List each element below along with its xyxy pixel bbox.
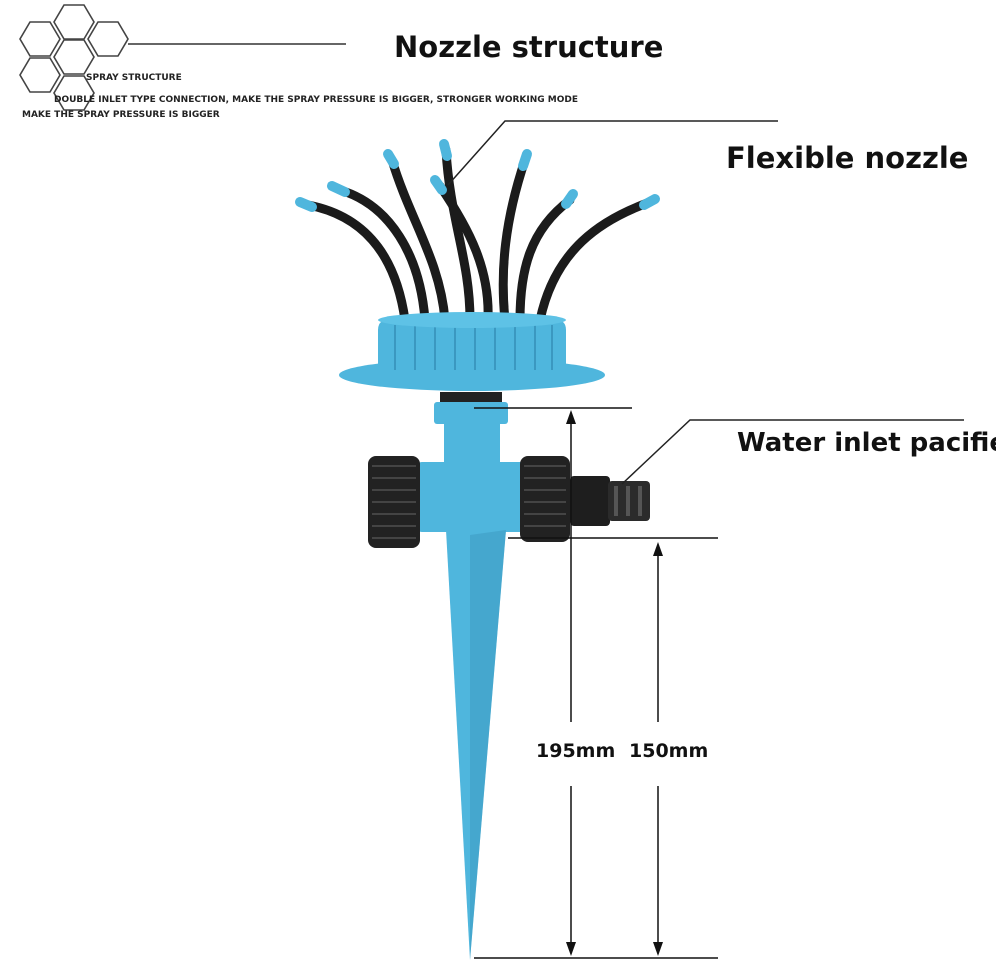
side-caps (368, 456, 570, 548)
sprinkler-body (416, 392, 526, 960)
spray-structure-note: MAKE THE SPRAY PRESSURE IS BIGGER (22, 110, 220, 120)
leader-lines (447, 120, 964, 485)
water-inlet-label: Water inlet pacifier (737, 428, 996, 458)
page-title: Nozzle structure (394, 30, 664, 64)
spike-height-dimension: 150mm (628, 740, 710, 762)
water-inlet-connector (570, 476, 650, 526)
total-height-dimension: 195mm (535, 740, 617, 762)
flexible-nozzle-label: Flexible nozzle (726, 141, 969, 175)
sprinkler-head (339, 312, 605, 391)
spray-structure-description: DOUBLE INLET TYPE CONNECTION, MAKE THE S… (54, 95, 579, 105)
honeycomb-icon (19, 4, 129, 111)
flexible-nozzle-tubes (295, 139, 660, 325)
spray-structure-heading: SPRAY STRUCTURE (86, 73, 182, 83)
dimension-lines (474, 407, 718, 959)
